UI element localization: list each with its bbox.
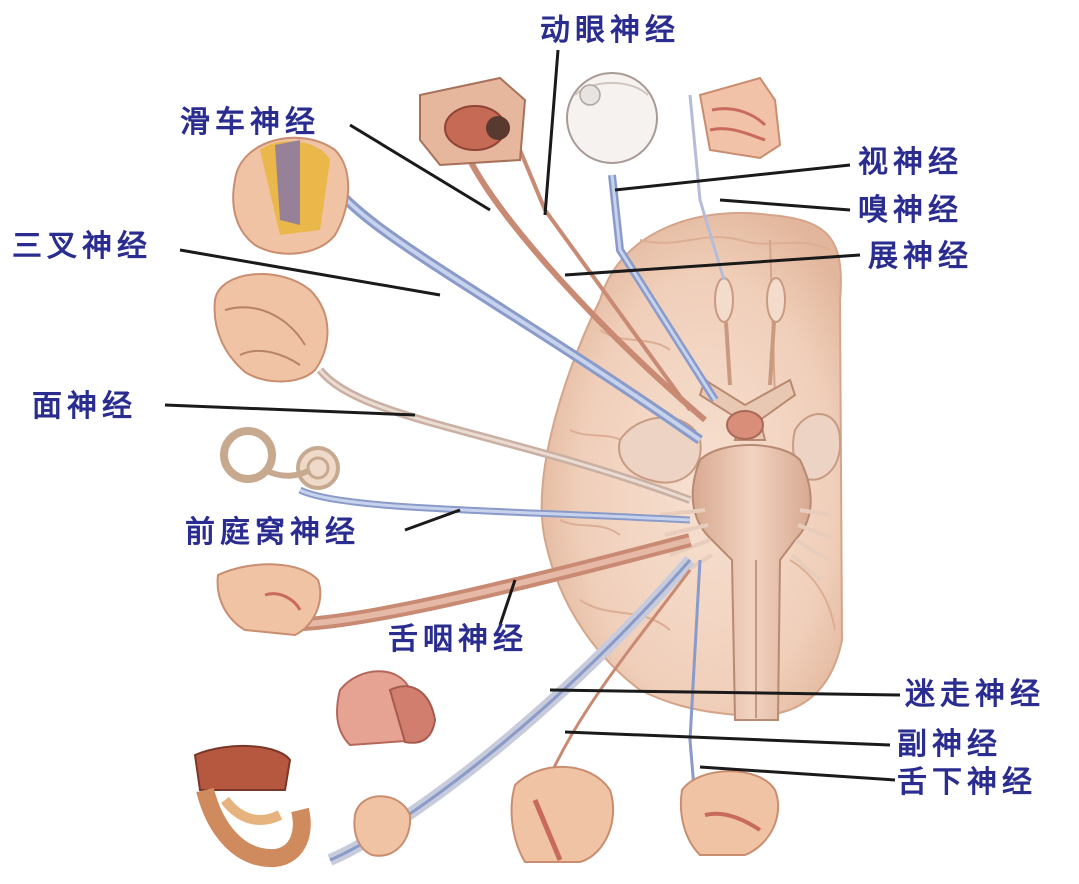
label-olfactory-nerve: 嗅神经: [858, 196, 963, 226]
ear-illustration: [354, 796, 410, 856]
inner-ear-illustration: [224, 431, 338, 488]
label-facial-nerve: 面神经: [32, 392, 137, 422]
label-glossopharyngeal-nerve: 舌咽神经: [388, 625, 528, 655]
leader-line-olfactory: [720, 200, 850, 210]
label-vagus-nerve: 迷走神经: [905, 680, 1045, 710]
leader-line-trigeminal: [180, 250, 440, 295]
orbit-illustration: [420, 78, 525, 165]
head-illustration-1: [233, 138, 348, 254]
label-hypoglossal-nerve: 舌下神经: [897, 768, 1037, 798]
label-accessory-nerve: 副神经: [897, 730, 1002, 760]
nose-illustration: [700, 78, 780, 158]
label-trigeminal-nerve: 三叉神经: [12, 232, 152, 262]
tongue-illustration: [681, 771, 778, 855]
abdomen-illustration: [195, 746, 302, 858]
leader-line-oculomotor: [545, 50, 558, 215]
face-illustration: [218, 564, 321, 635]
leader-line-accessory: [565, 732, 890, 745]
label-oculomotor-nerve: 动眼神经: [540, 16, 680, 46]
label-trochlear-nerve: 滑车神经: [180, 108, 320, 138]
thorax-illustration: [337, 671, 435, 745]
head-illustration-2: [215, 274, 328, 382]
neck-illustration: [512, 767, 614, 862]
eyeball-illustration: [567, 73, 657, 163]
label-abducens-nerve: 展神经: [868, 242, 973, 272]
leader-line-vestibulocochlear: [405, 510, 460, 530]
label-vestibulocochlear-nerve: 前庭窝神经: [185, 518, 360, 548]
label-optic-nerve: 视神经: [858, 148, 963, 178]
leader-line-optic: [615, 165, 850, 190]
